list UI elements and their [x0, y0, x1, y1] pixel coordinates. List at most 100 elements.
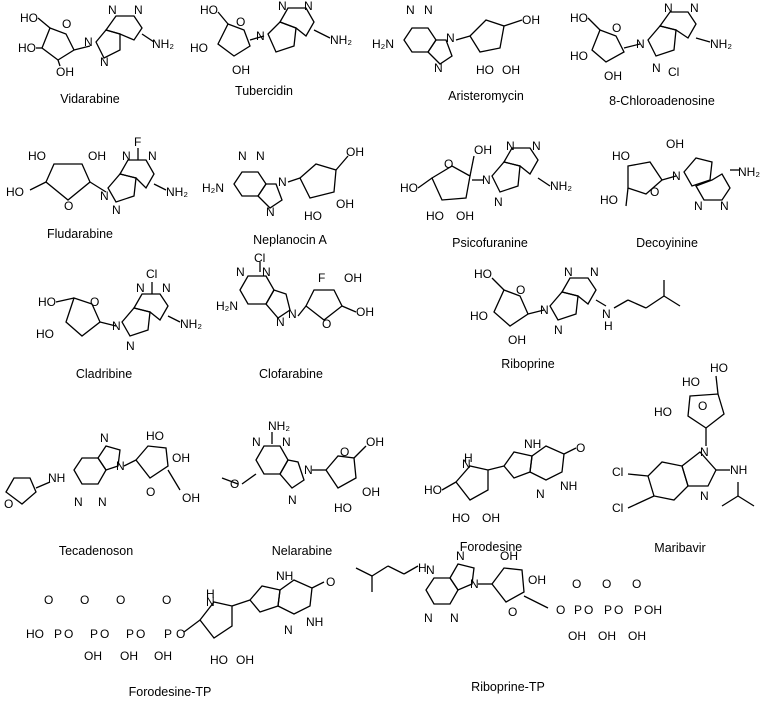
atom-label-oh: OH: [362, 485, 380, 499]
atom-label-n: N: [276, 315, 285, 329]
atom-label-o: O: [146, 485, 155, 499]
label-cladribine: Cladribine: [76, 367, 132, 381]
atom-label-n: N: [406, 3, 415, 17]
atom-label-o: O: [64, 199, 73, 213]
label-decoyinine: Decoyinine: [636, 236, 698, 250]
atom-label-oh: OH: [56, 65, 74, 79]
atom-label-cl: Cl: [668, 65, 679, 79]
atom-label-o: O: [100, 627, 109, 641]
maribavir-structure: HO O HO HO N Cl Cl N NH: [612, 361, 755, 515]
atom-label-n: N: [652, 61, 661, 75]
atom-label-o: O: [602, 577, 611, 591]
atom-label-ho: HO: [190, 41, 208, 55]
atom-label-n: N: [112, 203, 121, 217]
atom-label-nh2: NH₂: [166, 185, 188, 199]
atom-label-n: N: [266, 205, 275, 219]
atom-label-n: N: [462, 457, 471, 471]
atom-label-nh2: NH₂: [268, 419, 290, 433]
label-maribavir: Maribavir: [654, 541, 705, 555]
psicofuranine-structure: HO O OH HO OH N N N N NH₂: [400, 139, 572, 223]
label-fludarabine: Fludarabine: [47, 227, 113, 241]
atom-label-p: P: [574, 603, 582, 617]
atom-label-n: N: [148, 149, 157, 163]
atom-label-cl: Cl: [612, 501, 623, 515]
atom-label-n: N: [700, 445, 709, 459]
atom-label-ho: HO: [426, 209, 444, 223]
atom-label-oh: OH: [154, 649, 172, 663]
atom-label-o: O: [162, 593, 171, 607]
atom-label-n: N: [602, 307, 611, 321]
atom-label-ho: HO: [570, 11, 588, 25]
atom-label-n: N: [122, 149, 131, 163]
cladribine-structure: HO O HO N Cl N N N NH₂: [36, 267, 202, 353]
atom-label-ho: HO: [20, 11, 38, 25]
atom-label-n: N: [456, 549, 465, 563]
atom-label-n: N: [424, 3, 433, 17]
atom-label-o: O: [116, 593, 125, 607]
atom-label-n: N: [672, 169, 681, 183]
atom-label-oh: OH: [502, 63, 520, 77]
atom-label-o: O: [230, 477, 239, 491]
label-psicofuranine: Psicofuranine: [452, 236, 528, 250]
label-forodesine-tp: Forodesine-TP: [129, 685, 212, 699]
atom-label-p: P: [164, 627, 172, 641]
atom-label-n: N: [664, 1, 673, 15]
atom-label-p: P: [634, 603, 642, 617]
atom-label-n: N: [100, 189, 109, 203]
atom-label-n: N: [206, 595, 215, 609]
aristeromycin-structure: H₂N N N N N OH HO OH: [372, 3, 540, 77]
atom-label-n: N: [136, 281, 145, 295]
forodesine-structure: HO N H HO OH NH O NH N: [424, 437, 585, 525]
atom-label-n: N: [470, 577, 479, 591]
riboprine-structure: HO O HO OH N N N N N H: [470, 265, 681, 347]
atom-label-o: O: [650, 185, 659, 199]
atom-label-n: N: [252, 435, 261, 449]
atom-label-n: N: [112, 319, 121, 333]
label-8-chloroadenosine: 8-Chloroadenosine: [609, 94, 715, 108]
atom-label-n: N: [540, 303, 549, 317]
vidarabine-structure: HO O HO OH N N N N NH₂: [18, 3, 174, 79]
atom-label-oh: OH: [482, 511, 500, 525]
atom-label-o: O: [340, 445, 349, 459]
atom-label-f: F: [134, 135, 141, 149]
atom-label-oh: OH: [366, 435, 384, 449]
atom-label-oh: OH: [666, 137, 684, 151]
atom-label-cl: Cl: [612, 465, 623, 479]
atom-label-n: N: [284, 623, 293, 637]
label-tubercidin: Tubercidin: [235, 84, 293, 98]
atom-label-o: O: [176, 627, 185, 641]
atom-label-n: N: [236, 265, 245, 279]
atom-label-cl: Cl: [254, 251, 265, 265]
atom-label-o: O: [576, 441, 585, 455]
atom-label-nh: NH: [524, 437, 541, 451]
atom-label-o: O: [236, 15, 245, 29]
atom-label-nh2: NH₂: [710, 37, 732, 51]
atom-label-n: N: [288, 307, 297, 321]
atom-label-n: N: [100, 55, 109, 69]
atom-label-n: N: [134, 3, 143, 17]
label-riboprine: Riboprine: [501, 357, 555, 371]
atom-label-n: N: [482, 173, 491, 187]
atom-label-ho: HO: [470, 309, 488, 323]
atom-label-ho: HO: [682, 375, 700, 389]
atom-label-h: H: [464, 451, 473, 465]
atom-label-oh: OH: [182, 491, 200, 505]
atom-label-oh: OH: [346, 145, 364, 159]
atom-label-nh2: NH₂: [180, 317, 202, 331]
atom-label-nh: NH: [48, 471, 65, 485]
atom-label-ho: HO: [474, 267, 492, 281]
atom-label-o: O: [632, 577, 641, 591]
atom-label-oh: OH: [456, 209, 474, 223]
atom-label-n: N: [590, 265, 599, 279]
atom-label-ho: HO: [570, 49, 588, 63]
atom-label-ho: HO: [146, 429, 164, 443]
tecadenoson-structure: O NH N N N N O HO OH OH: [4, 429, 200, 511]
atom-label-o: O: [136, 627, 145, 641]
atom-label-n: N: [278, 175, 287, 189]
atom-label-o: O: [698, 399, 707, 413]
atom-label-o: O: [4, 497, 13, 511]
atom-label-nh: NH: [306, 615, 323, 629]
atom-label-ho: HO: [710, 361, 728, 375]
atom-label-n: N: [238, 149, 247, 163]
